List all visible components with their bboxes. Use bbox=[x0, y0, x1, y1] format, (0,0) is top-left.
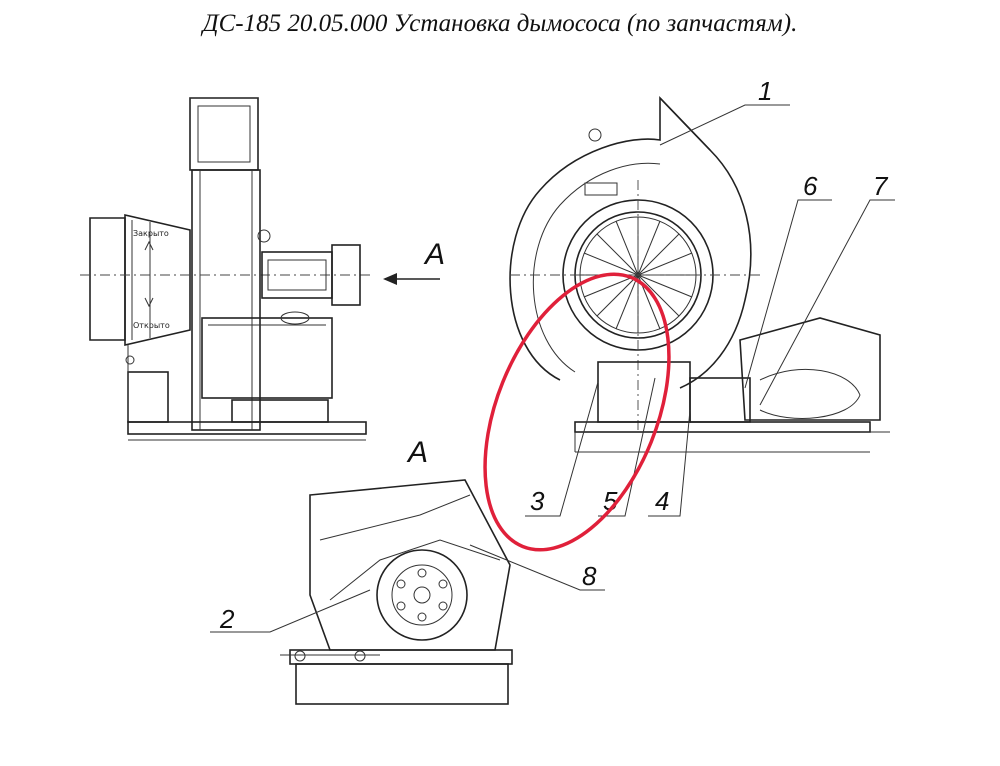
leader-1 bbox=[659, 104, 790, 146]
section-view-a: А bbox=[280, 436, 513, 705]
view-arrow-head bbox=[383, 273, 397, 285]
leader-4 bbox=[648, 409, 691, 517]
base-rail bbox=[289, 649, 513, 665]
leader-5 bbox=[598, 377, 656, 517]
callout-1: 1 bbox=[758, 76, 772, 106]
base-frame-right bbox=[574, 421, 871, 433]
pulley bbox=[376, 549, 468, 641]
highlight-ellipse bbox=[483, 272, 671, 552]
inlet-cone bbox=[124, 213, 191, 347]
motor bbox=[201, 317, 333, 399]
drawing-title: ДС-185 20.05.000 Установка дымососа (по … bbox=[202, 10, 798, 37]
callout-6: 6 bbox=[803, 171, 818, 201]
callout-8: 8 bbox=[582, 561, 597, 591]
belt-guard bbox=[739, 317, 881, 421]
pulley-bolts bbox=[396, 568, 448, 622]
volute-casing bbox=[509, 96, 752, 389]
guard-housing bbox=[309, 479, 511, 651]
leader-2 bbox=[210, 589, 371, 633]
leader-8 bbox=[469, 544, 605, 591]
base-frame-left bbox=[127, 421, 367, 435]
duct-top bbox=[189, 97, 259, 171]
section-view-label: А bbox=[406, 436, 428, 469]
callout-2: 2 bbox=[219, 604, 235, 634]
view-arrow-label: А bbox=[423, 238, 445, 271]
front-view bbox=[509, 96, 890, 453]
support-frame bbox=[597, 361, 691, 423]
side-view: Закрыто Открыто А bbox=[80, 97, 445, 441]
damper-open-label: Открыто bbox=[133, 321, 170, 330]
callout-3: 3 bbox=[530, 486, 545, 516]
callout-4: 4 bbox=[655, 486, 669, 516]
leader-lines bbox=[210, 104, 895, 633]
damper-closed-label: Закрыто bbox=[133, 229, 169, 238]
leader-7 bbox=[759, 199, 895, 406]
fan-housing-side bbox=[191, 169, 261, 431]
leader-3 bbox=[525, 381, 599, 517]
leader-6 bbox=[744, 199, 832, 389]
callout-7: 7 bbox=[873, 171, 889, 201]
callout-5: 5 bbox=[603, 486, 618, 516]
inlet-pipe bbox=[89, 217, 126, 341]
